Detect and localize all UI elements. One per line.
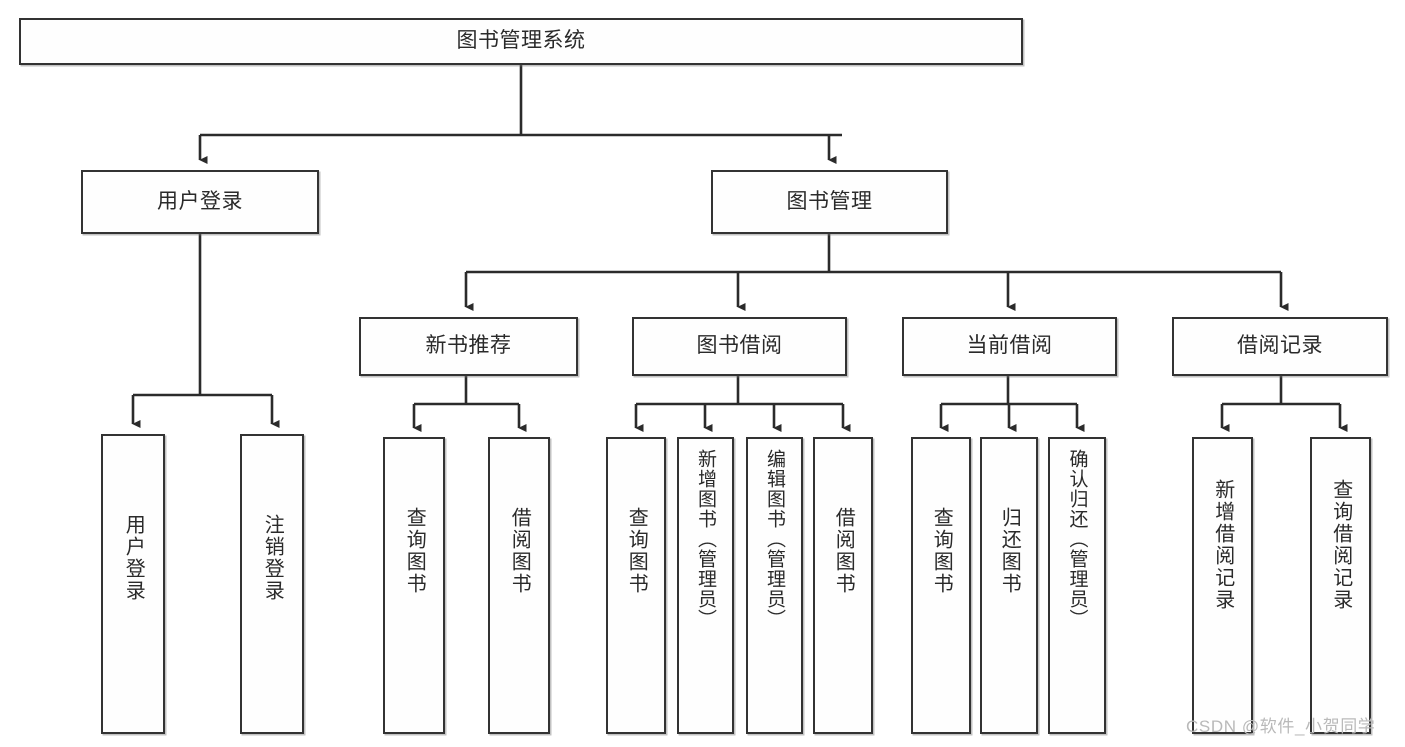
node-root-label: 图书管理系统 <box>456 29 586 53</box>
node-leaf-return-book[interactable]: 归还图书 <box>980 437 1038 734</box>
node-leaf-query-record-label: 查询借阅记录 <box>1329 479 1352 611</box>
node-leaf-add-record[interactable]: 新增借阅记录 <box>1192 437 1253 734</box>
node-current-borrow[interactable]: 当前借阅 <box>902 317 1117 376</box>
node-leaf-user-login-label: 用户登录 <box>122 514 145 602</box>
node-user-login-label: 用户登录 <box>157 189 243 213</box>
node-leaf-query-record[interactable]: 查询借阅记录 <box>1310 437 1371 734</box>
node-leaf-confirm-return[interactable]: 确认归还（管理员） <box>1048 437 1106 734</box>
node-leaf-logout[interactable]: 注销登录 <box>240 434 304 734</box>
node-book-manage[interactable]: 图书管理 <box>711 170 948 234</box>
node-leaf-query-book-2[interactable]: 查询图书 <box>606 437 666 734</box>
node-leaf-query-book-3-label: 查询图书 <box>930 507 953 595</box>
node-root[interactable]: 图书管理系统 <box>19 18 1023 65</box>
node-book-borrow[interactable]: 图书借阅 <box>632 317 847 376</box>
node-leaf-logout-label: 注销登录 <box>261 514 284 602</box>
node-leaf-user-login[interactable]: 用户登录 <box>101 434 165 734</box>
node-leaf-borrow-book-2[interactable]: 借阅图书 <box>813 437 873 734</box>
node-leaf-borrow-book-1-label: 借阅图书 <box>508 507 531 595</box>
node-leaf-query-book-1-label: 查询图书 <box>403 507 426 595</box>
node-leaf-return-book-label: 归还图书 <box>998 507 1021 595</box>
node-book-manage-label: 图书管理 <box>786 189 873 213</box>
node-leaf-borrow-book-1[interactable]: 借阅图书 <box>488 437 550 734</box>
node-user-login[interactable]: 用户登录 <box>81 170 319 234</box>
csdn-watermark: CSDN @软件_小贺同学 <box>1186 717 1376 736</box>
node-leaf-borrow-book-2-label: 借阅图书 <box>832 507 855 595</box>
node-leaf-edit-book-label: 编辑图书（管理员） <box>764 449 786 629</box>
node-leaf-query-book-1[interactable]: 查询图书 <box>383 437 445 734</box>
node-current-borrow-label: 当前借阅 <box>966 334 1053 358</box>
node-borrow-record-label: 借阅记录 <box>1237 334 1323 358</box>
node-new-book-recommend-label: 新书推荐 <box>425 334 512 358</box>
node-leaf-add-record-label: 新增借阅记录 <box>1211 479 1234 611</box>
node-borrow-record[interactable]: 借阅记录 <box>1172 317 1388 376</box>
node-leaf-confirm-return-label: 确认归还（管理员） <box>1066 449 1088 629</box>
node-leaf-add-book[interactable]: 新增图书（管理员） <box>677 437 734 734</box>
node-book-borrow-label: 图书借阅 <box>696 334 783 358</box>
node-new-book-recommend[interactable]: 新书推荐 <box>359 317 578 376</box>
node-leaf-edit-book[interactable]: 编辑图书（管理员） <box>746 437 803 734</box>
node-leaf-query-book-3[interactable]: 查询图书 <box>911 437 971 734</box>
node-leaf-add-book-label: 新增图书（管理员） <box>695 449 717 629</box>
node-leaf-query-book-2-label: 查询图书 <box>625 507 648 595</box>
